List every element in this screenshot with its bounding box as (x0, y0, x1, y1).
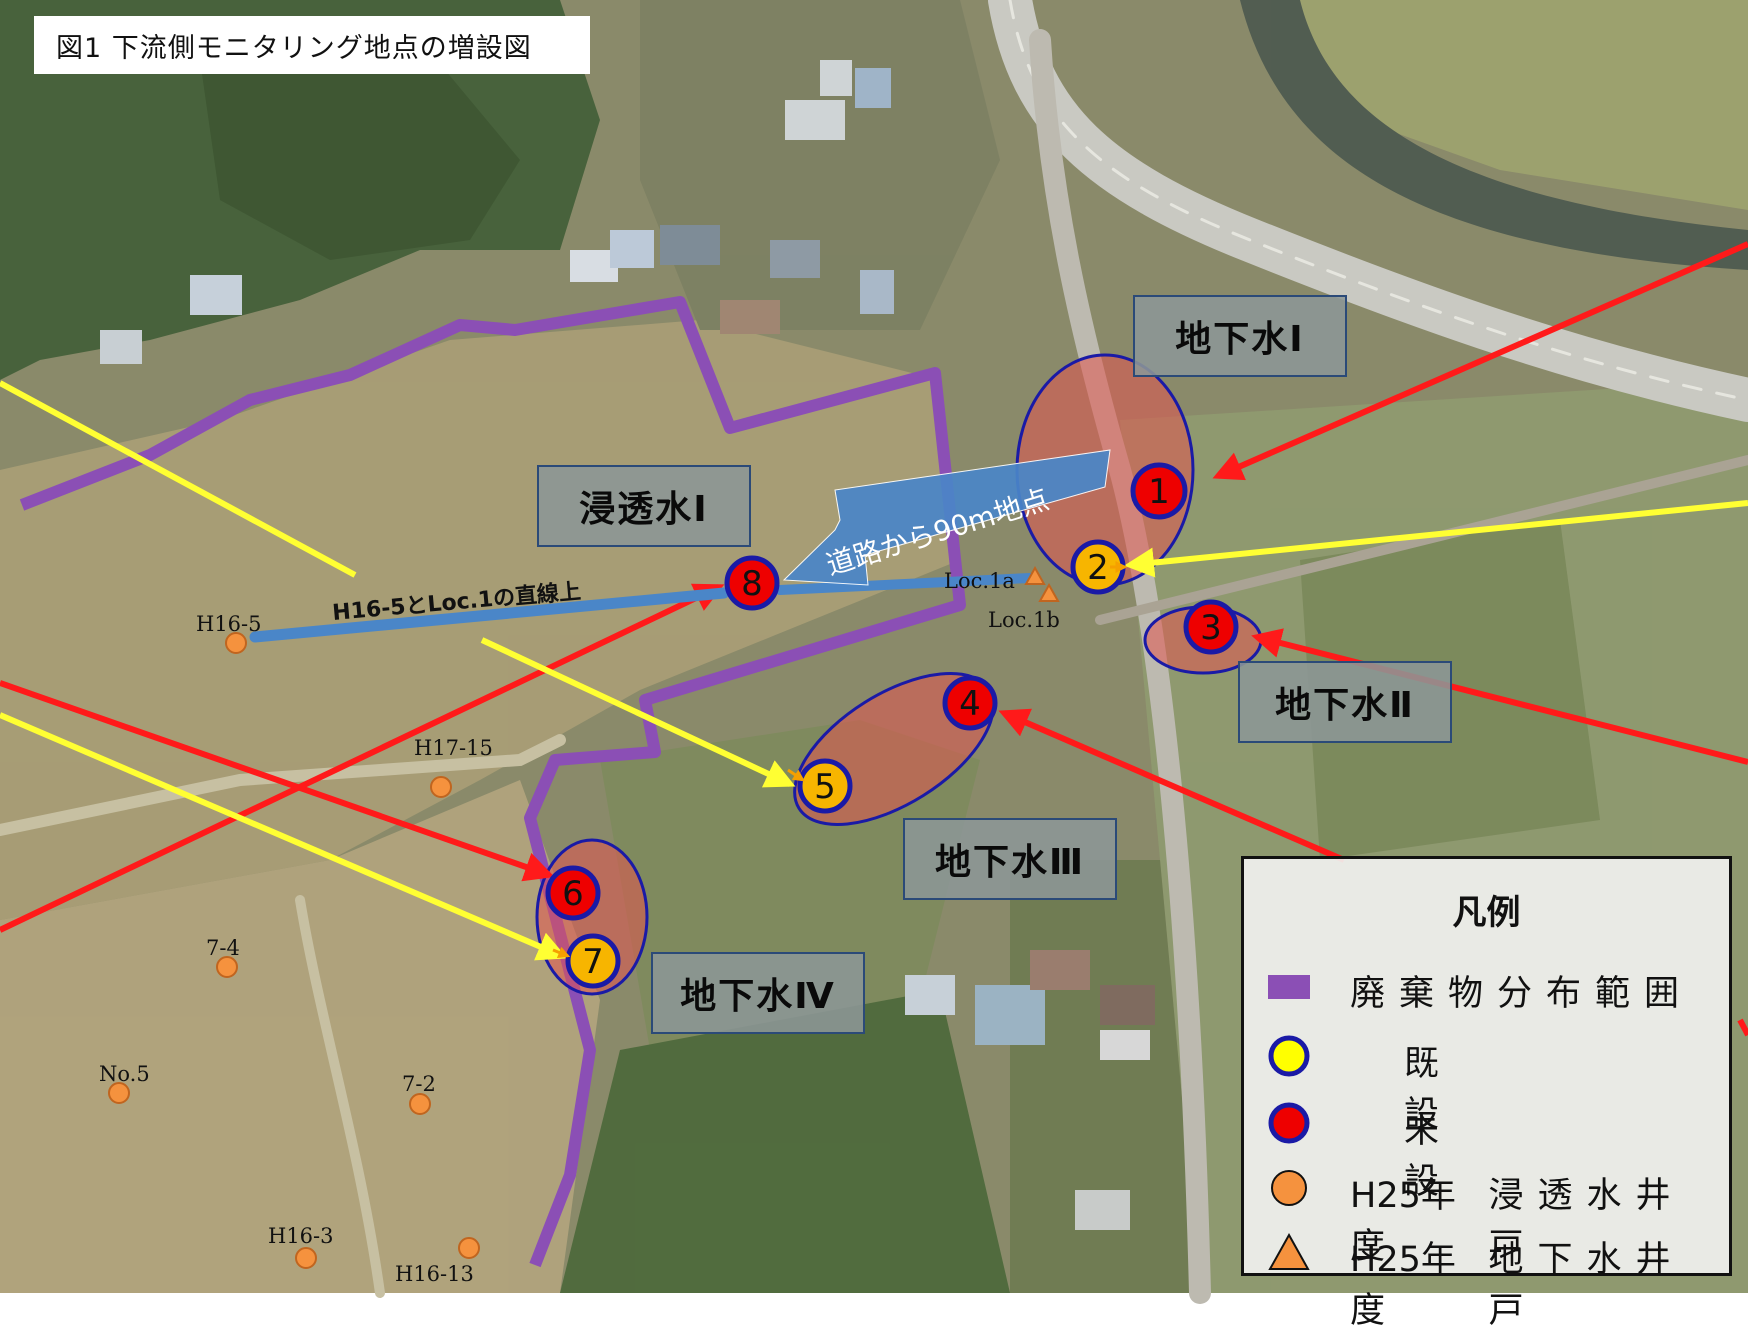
not-installed-marker-swatch (1268, 1102, 1310, 1144)
marker-6-not-installed: 6 (545, 865, 601, 921)
groundwater-well-swatch (1268, 1232, 1310, 1270)
legend-row-groundwater-well: H25年度 地下水井戸 (1244, 1223, 1729, 1331)
figure-title: 図1 下流側モニタリング地点の増設図 (34, 16, 590, 74)
well-label-h17-15: H17-15 (414, 736, 493, 760)
legend-seepage-well: H25年度 浸透水井戸 (1350, 1167, 1705, 1269)
well-label-no5: No.5 (99, 1062, 150, 1086)
legend-groundwater-well-rest: 地下水井戸 (1488, 1240, 1685, 1331)
well-label-h16-13: H16-13 (395, 1262, 474, 1286)
blue-line-loc1 (775, 573, 1035, 595)
well-h16-3 (295, 1247, 317, 1269)
legend-waste-range-text: 廃棄物分布範囲 (1350, 974, 1694, 1014)
legend-not-installed: 未設 (1404, 1102, 1699, 1204)
legend-existing: 既設 (1404, 1035, 1699, 1137)
legend-groundwater-well-prefix: H25年度 (1350, 1240, 1456, 1331)
buildings (100, 60, 1155, 1230)
legend-not-installed-text: 未設 (1404, 1111, 1658, 1202)
red-lines (0, 241, 1748, 1037)
legend-title: 凡例 (1452, 893, 1521, 933)
well-7-2 (409, 1093, 431, 1115)
marker-3-not-installed: 3 (1183, 599, 1239, 655)
blue-lines (249, 573, 1035, 643)
legend-row-seepage-well: H25年度 浸透水井戸 (1244, 1159, 1729, 1267)
svg-text:8: 8 (741, 564, 763, 604)
distance-arrow (782, 449, 1111, 586)
groundwater-wells (1024, 565, 1060, 602)
yellow-line-d (0, 712, 568, 961)
label-groundwater-2: 地下水Ⅱ (1238, 661, 1452, 743)
legend-seepage-well-rest: 浸透水井戸 (1488, 1176, 1685, 1267)
svg-text:6: 6 (562, 874, 584, 914)
svg-text:5: 5 (814, 767, 836, 807)
well-label-h16-5: H16-5 (196, 612, 262, 636)
well-loc1b (1038, 582, 1060, 602)
label-seepage-1: 浸透水Ⅰ (537, 465, 751, 547)
legend-seepage-well-prefix: H25年度 (1350, 1176, 1456, 1267)
yellow-line-a (0, 380, 357, 578)
label-groundwater-1: 地下水Ⅰ (1133, 295, 1347, 377)
marker-4-not-installed: 4 (942, 675, 998, 731)
well-label-loc1b: Loc.1b (988, 608, 1060, 632)
well-h17-15 (430, 776, 452, 798)
well-label-7-4: 7-4 (206, 936, 240, 960)
yellow-line-c (480, 637, 796, 788)
svg-text:2: 2 (1087, 548, 1109, 588)
legend-existing-text: 既設 (1404, 1044, 1658, 1135)
numbered-markers: 1 2 3 4 5 6 7 8 (545, 462, 1239, 989)
legend-waste-range: 廃棄物分布範囲 (1350, 965, 1705, 1016)
label-groundwater-3: 地下水Ⅲ (903, 818, 1117, 900)
seepage-wells (108, 632, 480, 1269)
existing-marker-swatch (1268, 1035, 1310, 1077)
legend-row-not-installed: 未設 (1244, 1094, 1729, 1202)
red-line-b (1251, 628, 1748, 765)
well-h16-5 (225, 632, 247, 654)
marker-7-existing: 7 (565, 933, 621, 989)
yellow-lines (0, 380, 1748, 961)
well-loc1a (1024, 565, 1046, 585)
well-h16-13 (458, 1237, 480, 1259)
marker-1-not-installed: 1 (1130, 462, 1188, 520)
yellow-line-b (1124, 500, 1748, 578)
svg-text:4: 4 (959, 684, 981, 724)
well-7-4 (216, 956, 238, 978)
red-line-f (1737, 1018, 1748, 1037)
seepage-well-swatch (1271, 1170, 1307, 1206)
svg-text:7: 7 (582, 942, 604, 982)
well-label-h16-3: H16-3 (268, 1224, 334, 1248)
red-line-a (1212, 241, 1748, 481)
well-label-7-2: 7-2 (402, 1072, 436, 1096)
blue-line-h16-5 (249, 587, 730, 643)
svg-text:1: 1 (1148, 472, 1170, 512)
marker-8-not-installed: 8 (724, 555, 780, 611)
marker-5-existing: 5 (797, 758, 853, 814)
legend-row-waste-range: 廃棄物分布範囲 (1244, 957, 1729, 1017)
well-label-loc1a: Loc.1a (944, 569, 1015, 593)
legend: 凡例 廃棄物分布範囲 既設 未設 H25年度 浸透水井戸 H25年度 地下水井戸 (1241, 856, 1732, 1331)
legend-groundwater-well: H25年度 地下水井戸 (1350, 1231, 1705, 1333)
svg-text:3: 3 (1200, 608, 1222, 648)
red-line-c (998, 708, 1346, 863)
legend-row-existing: 既設 (1244, 1027, 1729, 1135)
marker-pointers (552, 561, 1128, 959)
label-groundwater-4: 地下水Ⅳ (651, 952, 865, 1034)
well-no5 (108, 1082, 130, 1104)
red-line-d (0, 680, 555, 882)
waste-range-swatch (1268, 975, 1310, 999)
red-line-e (0, 583, 725, 933)
